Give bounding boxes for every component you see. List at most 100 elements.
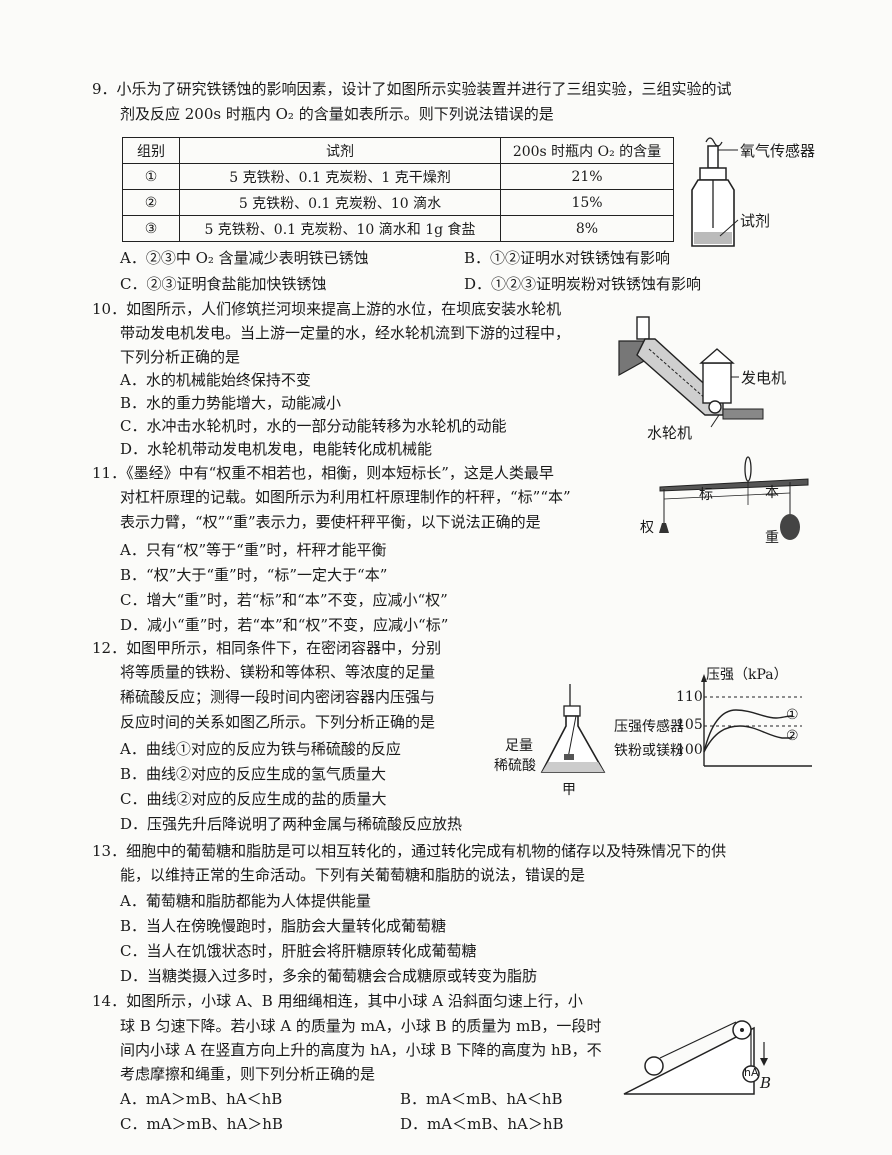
q11-option-d: D．减小“重”时，若“本”和“权”不变，应减小“标”	[120, 616, 449, 634]
q11-option-a: A．只有“权”等于“重”时，杆秤才能平衡	[120, 541, 387, 559]
curve-label-1: ①	[786, 707, 799, 723]
table-row: ③ 5 克铁粉、0.1 克炭粉、10 滴水和 1g 食盐 8%	[122, 215, 674, 242]
generator-roof	[699, 348, 735, 364]
q14-stem-line4: 考虑摩擦和绳重，则下列分析正确的是	[120, 1065, 376, 1083]
label-generator: 发电机	[741, 369, 787, 387]
q14-stem-line3: 间内小球 A 在竖直方向上升的高度为 hA，小球 B 下降的高度为 hB，不	[120, 1041, 602, 1059]
q9-bottle-figure	[691, 137, 739, 247]
chart-ylabel: 压强（kPa）	[706, 667, 788, 683]
q9-option-d: D．①②③证明炭粉对铁锈蚀有影响	[464, 275, 702, 293]
arrow-head-b	[760, 1058, 768, 1066]
arm-ben	[747, 492, 791, 496]
q9-option-a: A．②③中 O₂ 含量减少表明铁已锈蚀	[120, 249, 369, 267]
y-axis-arrow	[701, 674, 707, 682]
reagent	[694, 232, 732, 244]
table-cell: 8%	[500, 215, 674, 242]
table-row: 组别 试剂 200s 时瓶内 O₂ 的含量	[122, 137, 674, 164]
q9-table: 组别 试剂 200s 时瓶内 O₂ 的含量 ① 5 克铁粉、0.1 克炭粉、1 …	[122, 137, 674, 242]
table-row: ② 5 克铁粉、0.1 克炭粉、10 滴水 15%	[122, 189, 674, 216]
table-header: 200s 时瓶内 O₂ 的含量	[500, 137, 674, 164]
table-cell: ②	[122, 189, 180, 216]
q14-incline-figure	[623, 1020, 768, 1095]
tick-110: 110	[676, 689, 703, 705]
label-ben: 本	[765, 485, 779, 501]
label-pressure-sensor: 压强传感器	[614, 719, 684, 735]
q13-option-a: A．葡萄糖和脂肪都能为人体提供能量	[120, 892, 371, 910]
q9-stem-line1: 9．小乐为了研究铁锈蚀的影响因素，设计了如图所示实验装置并进行了三组实验，三组实…	[92, 80, 732, 98]
q10-option-a: A．水的机械能始终保持不变	[120, 371, 311, 389]
label-jia: 甲	[562, 782, 576, 798]
q13-option-d: D．当糖类摄入过多时，多余的葡萄糖会合成糖原或转变为脂肪	[120, 967, 538, 985]
q12-option-d: D．压强先升后降说明了两种金属与稀硫酸反应放热	[120, 815, 463, 833]
q12-option-b: B．曲线②对应的反应生成的氢气质量大	[120, 765, 387, 783]
pulley-axle	[740, 1028, 744, 1032]
label-b: B	[760, 1074, 772, 1092]
label-biao: 标	[699, 487, 713, 503]
label-acid-1: 足量	[505, 738, 533, 754]
bottle-stopper	[699, 167, 727, 181]
q12-stem-line4: 反应时间的关系如图乙所示。下列分析正确的是	[120, 713, 436, 731]
curve-1	[703, 709, 793, 753]
q13-stem-line1: 13．细胞中的葡萄糖和脂肪是可以相互转化的，通过转化完成有机物的储存以及特殊情况…	[92, 842, 727, 860]
q11-steelyard-figure	[659, 456, 809, 540]
table-cell: 5 克铁粉、0.1 克炭粉、10 滴水	[179, 189, 501, 216]
q12-option-c: C．曲线②对应的反应生成的盐的质量大	[120, 790, 387, 808]
label-zhong: 重	[765, 530, 779, 546]
table-header: 试剂	[179, 137, 501, 164]
metal-powder	[564, 754, 574, 760]
sensor-wire	[705, 137, 723, 147]
q12-flask-figure	[540, 684, 606, 773]
steelyard-beam	[659, 478, 809, 492]
table-header: 组别	[122, 137, 180, 164]
label-oxygen-sensor: 氧气传感器	[740, 142, 816, 160]
q14-option-a: A．mA＞mB、hA＜hB	[120, 1090, 283, 1108]
incline	[623, 1026, 755, 1095]
label-reagent: 试剂	[740, 212, 771, 230]
turbine	[708, 400, 722, 414]
q14-option-b: B．mA＜mB、hA＜hB	[400, 1090, 563, 1108]
q10-stem-line3: 下列分析正确的是	[120, 348, 241, 366]
q10-option-d: D．水轮机带动发电机发电，电能转化成机械能	[120, 440, 433, 458]
q10-stem-line2: 带动发电机发电。当上游一定量的水，经水轮机流到下游的过程中，	[120, 324, 571, 342]
leader-line	[710, 414, 720, 428]
tick-105: 105	[676, 717, 703, 733]
oxygen-sensor	[707, 145, 719, 169]
label-quan: 权	[640, 520, 654, 536]
q10-stem-line1: 10．如图所示，人们修筑拦河坝来提高上游的水位，在坝底安装水轮机	[92, 300, 562, 318]
table-cell: ①	[122, 163, 180, 190]
q12-stem-line3: 稀硫酸反应；测得一段时间内密闭容器内压强与	[120, 688, 436, 706]
q10-option-b: B．水的重力势能增大，动能减小	[120, 394, 342, 412]
q14-option-c: C．mA＞mB、hA＞hB	[120, 1115, 283, 1133]
lower-river	[722, 408, 764, 420]
q9-option-b: B．①②证明水对铁锈蚀有影响	[464, 249, 671, 267]
arm-biao	[663, 494, 749, 500]
q12-stem-line1: 12．如图甲所示，相同条件下，在密闭容器中，分别	[92, 639, 442, 657]
table-cell: ③	[122, 215, 180, 242]
q12-stem-line2: 将等质量的铁粉、镁粉和等体积、等浓度的足量	[120, 663, 436, 681]
q12-pressure-chart	[701, 674, 812, 767]
label-metal: 铁粉或镁粉	[614, 743, 684, 759]
acid-liquid	[542, 762, 604, 772]
table-cell: 5 克铁粉、0.1 克炭粉、1 克干燥剂	[179, 163, 501, 190]
metal-holder	[567, 715, 577, 759]
q14-option-d: D．mA＜mB、hA＞hB	[400, 1115, 564, 1133]
q9-option-c: C．②③证明食盐能加快铁锈蚀	[120, 275, 327, 293]
dam-tower	[636, 316, 650, 340]
ball-a	[644, 1056, 664, 1076]
q11-stem-line2: 对杠杆原理的记载。如图所示为利用杠杆原理制作的杆秤，“标”“本”	[120, 488, 571, 506]
ball-b	[742, 1065, 760, 1083]
q14-stem-line1: 14．如图所示，小球 A、B 用细绳相连，其中小球 A 沿斜面匀速上行，小	[92, 992, 583, 1010]
q11-stem-line3: 表示力臂，“权”“重”表示力，要使杆秤平衡，以下说法正确的是	[120, 513, 541, 531]
label-ha: hA	[744, 1066, 759, 1079]
q11-option-c: C．增大“重”时，若“标”和“本”不变，应减小“权”	[120, 591, 448, 609]
q12-option-a: A．曲线①对应的反应为铁与稀硫酸的反应	[120, 740, 401, 758]
q11-stem-line1: 11．《墨经》中有“权重不相若也，相衡，则本短标长”，这是人类最早	[92, 464, 554, 482]
q10-option-c: C．水冲击水轮机时，水的一部分动能转移为水轮机的动能	[120, 417, 507, 435]
label-acid-2: 稀硫酸	[494, 758, 536, 774]
leader-line	[719, 219, 739, 237]
label-turbine: 水轮机	[647, 424, 693, 442]
table-row: ① 5 克铁粉、0.1 克炭粉、1 克干燥剂 21%	[122, 163, 674, 190]
curve-label-2: ②	[786, 728, 799, 744]
q9-stem-line2: 剂及反应 200s 时瓶内 O₂ 的含量如表所示。则下列说法错误的是	[120, 105, 554, 123]
